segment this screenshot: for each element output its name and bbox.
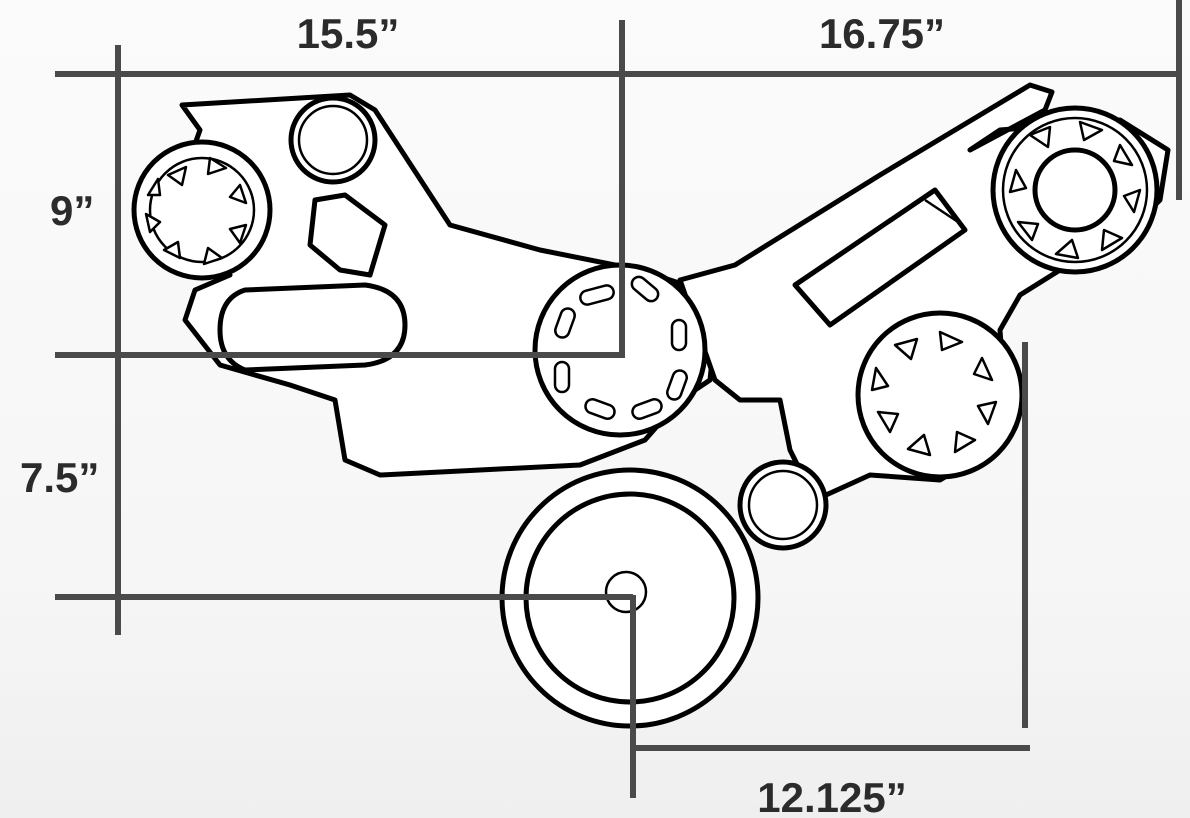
right-bracket-slot <box>792 187 968 328</box>
lower-right-pulley <box>855 310 1025 480</box>
right-bracket-slot-inner <box>924 198 959 224</box>
tensioner-arm <box>217 282 408 373</box>
dimension-label-bottom: 12.125” <box>757 774 906 818</box>
dimension-label-left-upper: 9” <box>50 187 94 234</box>
upper-left-pulley-lobes <box>144 156 248 266</box>
dimension-label-left-lower: 7.5” <box>20 454 99 501</box>
upper-right-pulley-lobes <box>1008 120 1142 260</box>
water-pump-pulley-slots <box>553 275 688 420</box>
dimension-label-top-left: 15.5” <box>297 10 400 57</box>
left-bracket-cutout <box>307 192 388 278</box>
lower-right-pulley-lobes <box>870 330 998 457</box>
upper-right-pulley <box>990 105 1160 275</box>
dimension-labels: 15.5” 16.75” 9” 7.5” 12.125” <box>20 10 945 818</box>
dimension-lines <box>55 0 1182 798</box>
dimension-label-top-right: 16.75” <box>819 10 945 57</box>
lower-idler-pulley <box>737 459 829 551</box>
upper-left-pulley <box>131 139 273 281</box>
upper-idler-pulley <box>288 95 378 185</box>
